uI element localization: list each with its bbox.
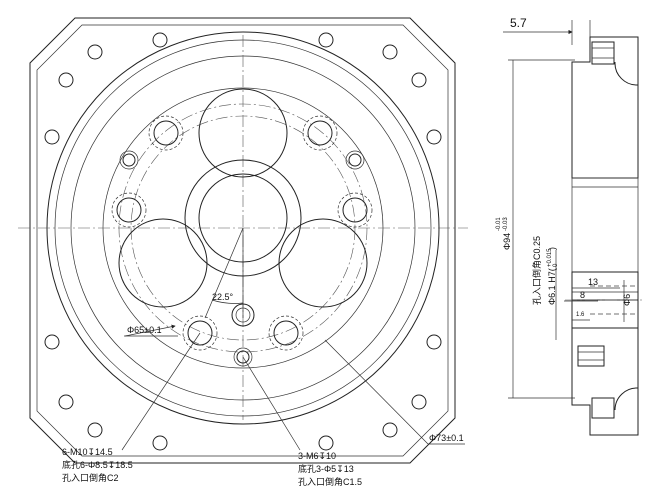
- flange-hole: [87, 44, 103, 60]
- pocket-left: [118, 218, 208, 308]
- m10-hole: [268, 315, 304, 351]
- dim-dia94-tol-upper: -0.01: [496, 217, 502, 231]
- top-relief-arc: [614, 61, 639, 86]
- dia65-label: Φ65±0.1: [127, 325, 162, 335]
- angle-label: 22.5°: [212, 292, 234, 302]
- dim-8-label: 8: [580, 290, 585, 300]
- dia73-leader: [324, 339, 429, 445]
- flange-hole: [426, 334, 442, 350]
- m6-callout-line3: 孔入口倒角C1.5: [298, 476, 362, 487]
- dim-dia94-label: Φ94: [502, 233, 512, 250]
- flange-hole: [152, 435, 168, 451]
- flange-hole: [411, 72, 427, 88]
- bottom-thread-pocket: [577, 345, 605, 367]
- m10-hole: [302, 115, 338, 151]
- dia-6-1-tol-lower: 0: [553, 263, 559, 267]
- dia-6-1-close: ): [547, 247, 557, 250]
- flange-hole: [382, 44, 398, 60]
- m6-callout-line2: 底孔3-Φ5↧13: [298, 463, 354, 474]
- chamfer-note: 孔入口倒角C0.25: [531, 236, 542, 305]
- dia-6-1-tol-upper: +0.015: [547, 248, 553, 267]
- flange-hole-group: [44, 32, 442, 451]
- flange-hole: [411, 394, 427, 410]
- dim-5-7-label: 5.7: [510, 16, 527, 30]
- flange-hole: [426, 129, 442, 145]
- pocket-right: [278, 218, 368, 308]
- angle-ray: [204, 227, 244, 319]
- m10-callout-line1: 6-M10↧14.5: [62, 447, 113, 457]
- top-thread-pocket: [591, 41, 615, 65]
- dia65-leader: [124, 324, 176, 337]
- pocket-top: [198, 88, 288, 178]
- bottom-relief-arc: [614, 387, 639, 411]
- front-view: 22.5° Φ65±0.1 Φ73±0.1 6-M10↧14.5 底孔6-Φ8.…: [18, 17, 468, 487]
- dim-dia6-label: Φ6: [622, 294, 632, 306]
- m10-callout-line3: 孔入口倒角C2: [62, 472, 119, 483]
- dim-1-6-label: 1.6: [576, 312, 585, 318]
- m6-leader: [242, 356, 301, 451]
- flange-hole: [44, 129, 60, 145]
- flange-hole: [318, 435, 334, 451]
- bottom-slot: [591, 397, 615, 419]
- dim-dia94-tol-lower: -0.03: [503, 217, 509, 231]
- flange-hole: [382, 422, 398, 438]
- m6-hole: [119, 150, 139, 170]
- flange-hole: [318, 32, 334, 48]
- dia-6-1-text: Φ6.1 H7(: [547, 268, 557, 305]
- m6-hole-group: [119, 150, 365, 367]
- m10-hole: [111, 192, 147, 228]
- m6-callout-line1: 3-M6↧10: [298, 451, 336, 461]
- flange-hole: [58, 72, 74, 88]
- m6-hole: [233, 347, 253, 367]
- inner-octagon: [36, 24, 449, 457]
- flange-hole: [58, 394, 74, 410]
- section-bore: [571, 177, 639, 301]
- outer-octagon: [29, 17, 456, 464]
- flange-hole: [44, 334, 60, 350]
- m10-hole: [148, 115, 184, 151]
- dia73-label: Φ73±0.1: [429, 433, 464, 443]
- flange-hole: [152, 32, 168, 48]
- m10-leader: [121, 332, 201, 451]
- angle-arc: [211, 299, 244, 304]
- m10-hole-group: [111, 115, 373, 351]
- m6-hole: [345, 150, 365, 170]
- m10-hole: [182, 315, 218, 351]
- flange-hole: [87, 422, 103, 438]
- m10-hole: [337, 192, 373, 228]
- dim-dia6-1-label: Φ6.1 H7( +0.015 0 ): [547, 247, 559, 305]
- m10-callout-line2: 底孔6-Φ8.5↧18.5: [62, 459, 133, 470]
- dim-13-label: 13: [588, 277, 598, 287]
- section-view: 5.7 13 8 1.6 Φ6: [496, 16, 645, 436]
